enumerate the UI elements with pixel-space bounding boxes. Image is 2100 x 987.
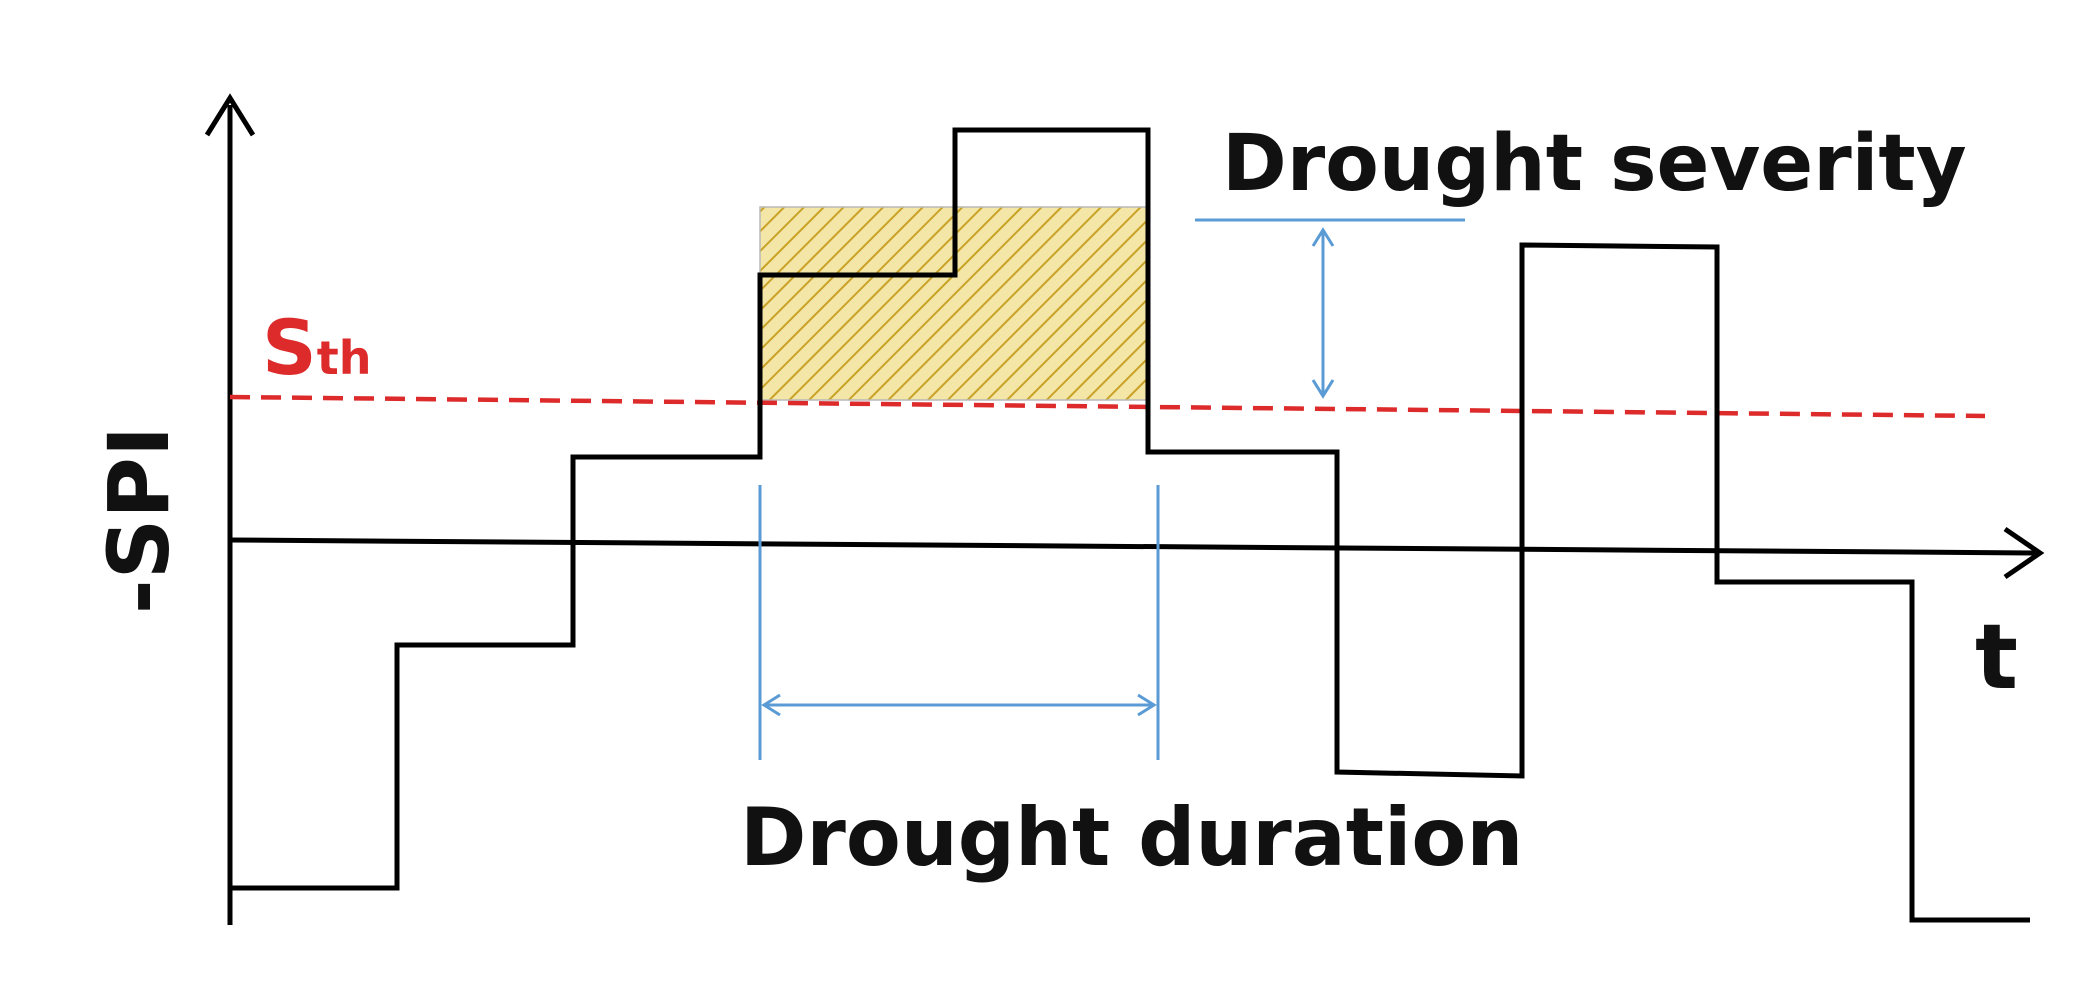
x-axis-label: t: [1975, 605, 2018, 710]
threshold-label-sub: th: [317, 331, 372, 385]
duration-indicator: [758, 485, 1160, 760]
threshold-label: Sth: [262, 303, 372, 392]
duration-label: Drought duration: [740, 791, 1523, 884]
severity-indicator: [1195, 218, 1465, 399]
y-axis-label: -SPI: [90, 426, 188, 614]
threshold-line: [229, 394, 1986, 419]
spi-step-signal: [230, 127, 2030, 923]
x-axis: [229, 526, 2045, 580]
y-axis: [204, 93, 256, 925]
threshold-label-main: S: [262, 303, 317, 392]
severity-label: Drought severity: [1222, 119, 1967, 209]
